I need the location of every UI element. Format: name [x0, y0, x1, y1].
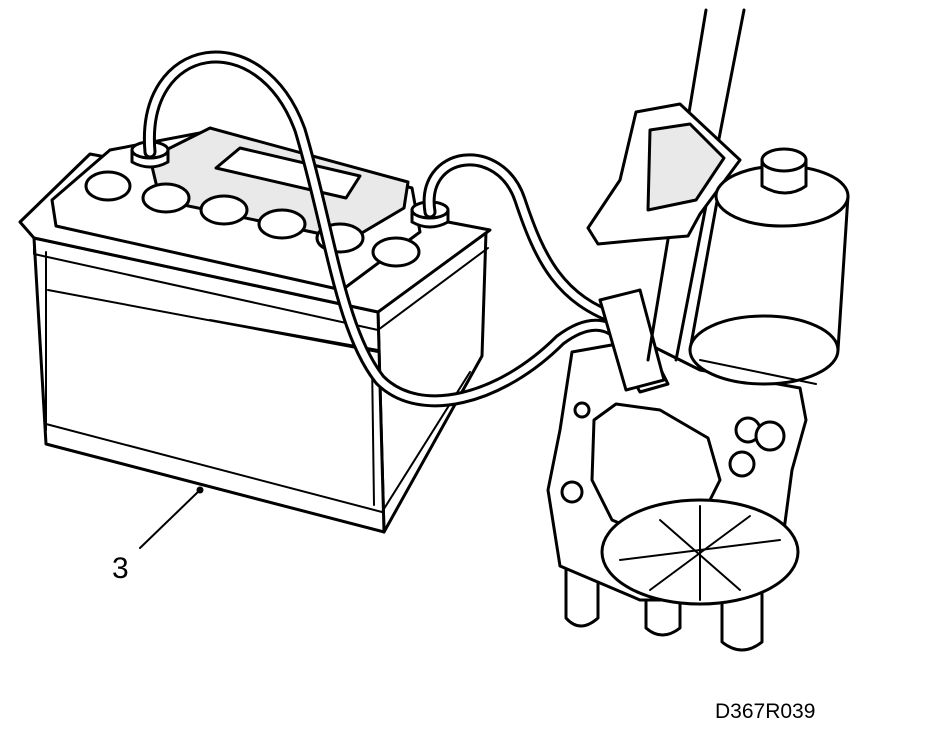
actuator-motor — [546, 8, 850, 652]
gear-cover — [600, 498, 800, 606]
callout-number: 3 — [112, 552, 129, 585]
drawing-code: D367R039 — [715, 700, 815, 723]
battery — [18, 126, 492, 534]
electric-motor — [688, 147, 850, 386]
callout-3: 3 — [112, 486, 204, 585]
